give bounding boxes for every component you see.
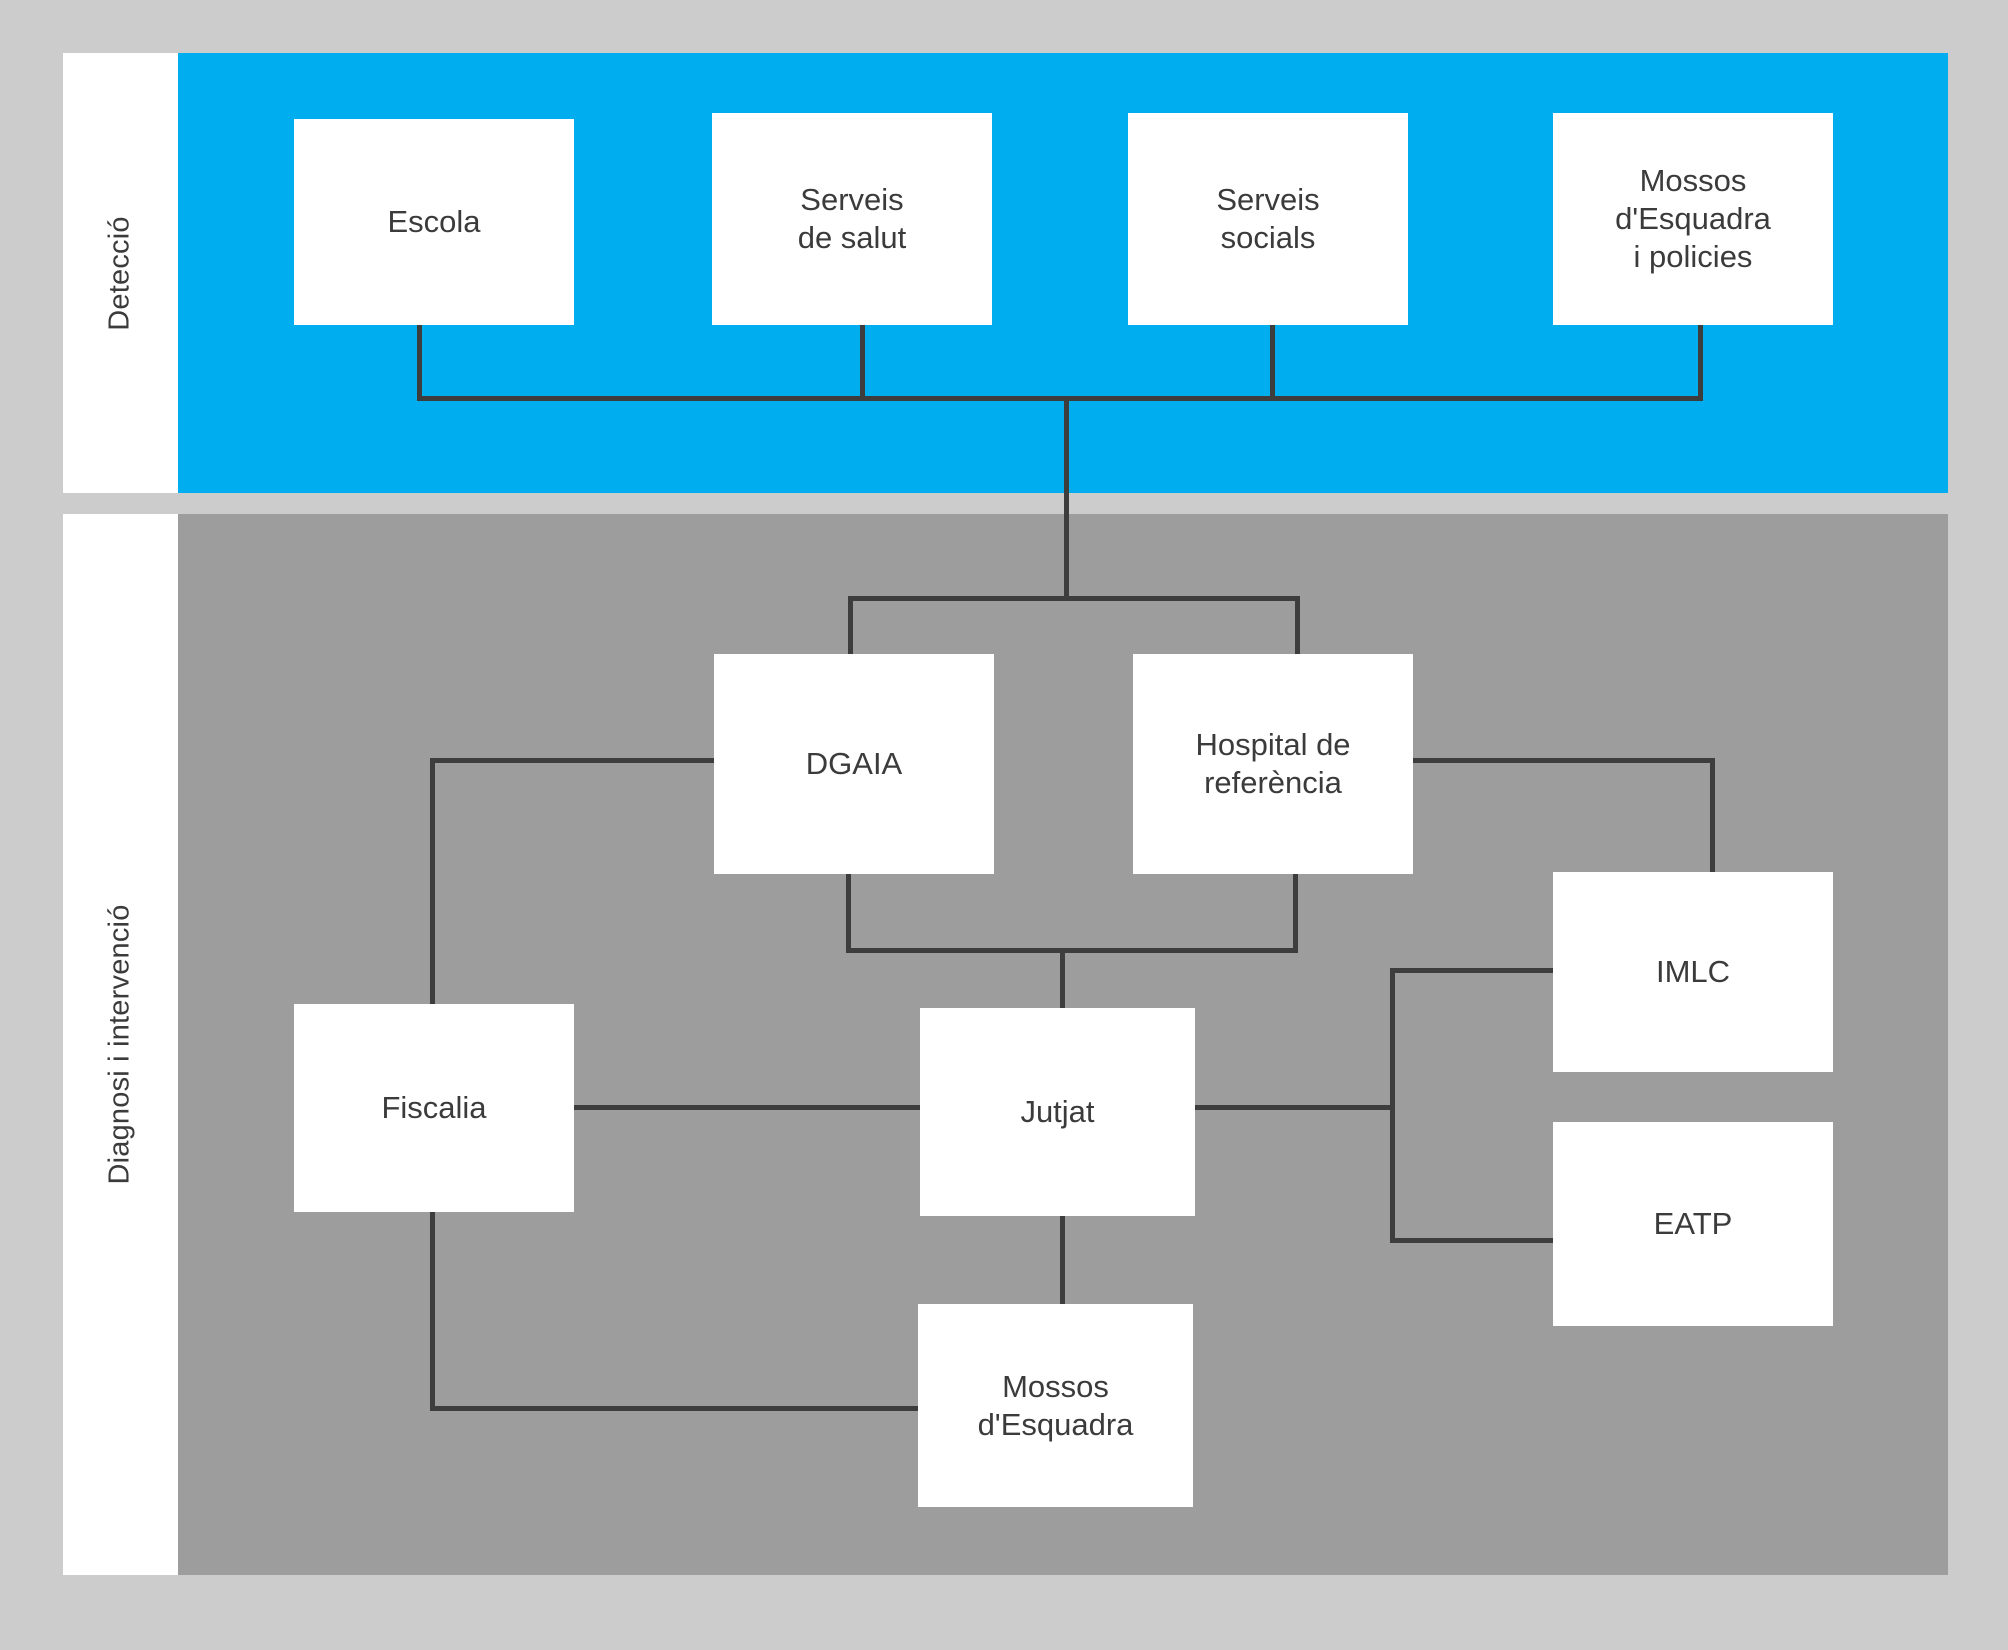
node-mossos-line1: Mossos bbox=[1002, 1368, 1109, 1404]
connector-escola-drop bbox=[417, 325, 422, 401]
node-serveis-de-salut-line1: Serveis bbox=[800, 182, 904, 218]
node-fiscalia[interactable]: Fiscalia bbox=[294, 1004, 574, 1212]
node-escola-label: Escola bbox=[387, 204, 481, 240]
connector-merge-bar bbox=[846, 948, 1298, 953]
node-serveis-de-salut[interactable]: Serveis de salut bbox=[712, 113, 992, 325]
connector-main-stem bbox=[1064, 396, 1069, 601]
connector-left-rail-to-mossos bbox=[430, 1406, 920, 1411]
node-hospital-line2: referència bbox=[1204, 765, 1342, 800]
node-mossos-desquadra-i-policies[interactable]: Mossos d'Esquadra i policies bbox=[1553, 113, 1833, 325]
node-escola[interactable]: Escola bbox=[294, 119, 574, 325]
connector-hospital-to-right-rail bbox=[1411, 758, 1715, 763]
node-dgaia-label: DGAIA bbox=[805, 746, 903, 782]
connector-serveis-salut-drop bbox=[860, 325, 865, 401]
node-imlc-label: IMLC bbox=[1655, 954, 1731, 990]
connector-dgaia-to-left-rail bbox=[430, 758, 716, 763]
connector-right-rail-to-eatp-box bbox=[1390, 1238, 1556, 1243]
node-dgaia[interactable]: DGAIA bbox=[714, 654, 994, 874]
connector-split-to-dgaia bbox=[848, 596, 853, 656]
connector-mossos-policies-drop bbox=[1698, 325, 1703, 401]
node-mossos-line2: d'Esquadra bbox=[977, 1406, 1134, 1442]
node-jutjat[interactable]: Jutjat bbox=[920, 1008, 1195, 1216]
node-eatp[interactable]: EATP bbox=[1553, 1122, 1833, 1326]
node-serveis-de-salut-line2: de salut bbox=[797, 220, 907, 255]
connector-dgaia-down bbox=[846, 874, 851, 952]
node-eatp-label: EATP bbox=[1653, 1206, 1733, 1242]
node-mossos-i-policies-line1: Mossos bbox=[1639, 163, 1747, 199]
lane-label-diagnosi: Diagnosi i intervenció bbox=[63, 514, 178, 1575]
connector-right-rail-imlc-eatp bbox=[1390, 968, 1395, 1243]
connector-split-to-hospital bbox=[1295, 596, 1300, 656]
node-serveis-socials[interactable]: Serveis socials bbox=[1128, 113, 1408, 325]
node-imlc[interactable]: IMLC bbox=[1553, 872, 1833, 1072]
connector-jutjat-to-mossos bbox=[1060, 1216, 1065, 1306]
connector-right-rail-to-imlc bbox=[1710, 758, 1715, 875]
connector-detection-bus bbox=[417, 396, 1703, 401]
node-mossos-desquadra[interactable]: Mossos d'Esquadra bbox=[918, 1304, 1193, 1507]
connector-serveis-socials-drop bbox=[1270, 325, 1275, 401]
node-mossos-i-policies-line3: i policies bbox=[1633, 238, 1753, 274]
node-hospital-de-referencia[interactable]: Hospital de referència bbox=[1133, 654, 1413, 874]
node-jutjat-label: Jutjat bbox=[1020, 1094, 1095, 1130]
node-serveis-socials-line1: Serveis bbox=[1216, 182, 1320, 218]
node-hospital-line1: Hospital de bbox=[1195, 727, 1351, 763]
connector-fiscalia-to-jutjat bbox=[574, 1105, 922, 1110]
node-serveis-socials-line2: socials bbox=[1220, 220, 1316, 255]
connector-merge-to-jutjat bbox=[1060, 948, 1065, 1013]
lane-label-diagnosi-text: Diagnosi i intervenció bbox=[104, 904, 137, 1185]
lane-label-deteccio-text: Detecció bbox=[104, 215, 136, 331]
node-fiscalia-label: Fiscalia bbox=[381, 1090, 487, 1126]
lane-label-deteccio: Detecció bbox=[63, 53, 178, 493]
connector-split-bar-top bbox=[848, 596, 1300, 601]
node-mossos-i-policies-line2: d'Esquadra bbox=[1615, 201, 1771, 237]
connector-right-rail-to-imlc-box bbox=[1390, 968, 1556, 973]
connector-jutjat-to-right-rail bbox=[1195, 1105, 1395, 1110]
connector-hospital-down bbox=[1293, 874, 1298, 952]
